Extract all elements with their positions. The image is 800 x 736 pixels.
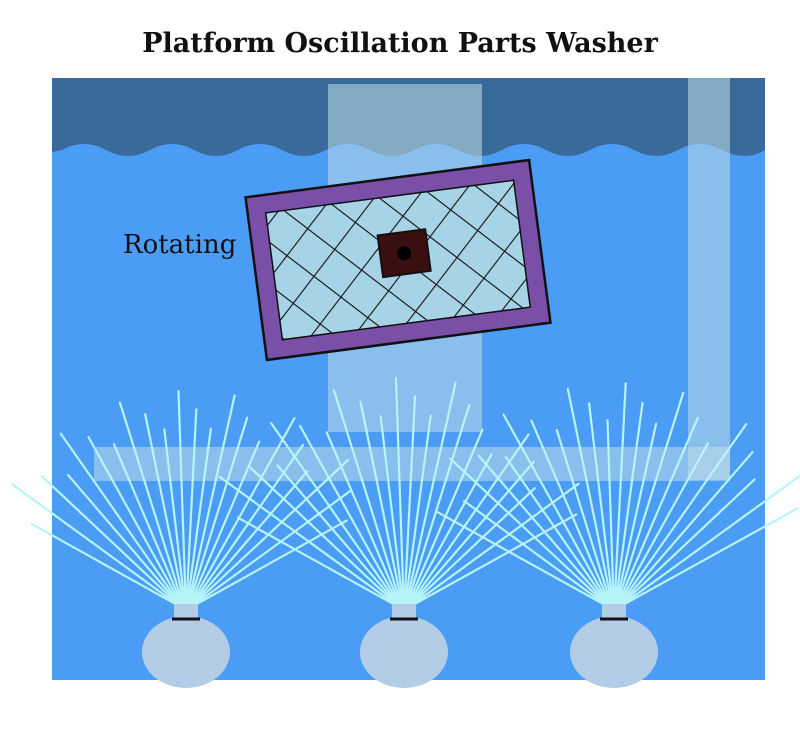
spray-jet xyxy=(502,413,612,608)
spray-jet xyxy=(613,382,627,608)
spray-jet xyxy=(11,483,181,608)
spray-jet xyxy=(30,522,181,608)
spray-jet xyxy=(218,475,399,608)
nozzle-left xyxy=(142,604,230,688)
spray-jet xyxy=(615,391,685,608)
spray-jet xyxy=(186,394,236,608)
spray-jet xyxy=(270,422,401,608)
spray-jet xyxy=(406,453,493,608)
return-pipe-vertical xyxy=(688,78,730,480)
spray-jet xyxy=(618,451,754,608)
spray-jet xyxy=(435,510,609,608)
spray-jet xyxy=(188,440,261,608)
spray-jet xyxy=(379,415,405,608)
spray-jet xyxy=(190,459,350,608)
spray-jet xyxy=(144,413,186,608)
spray-jet xyxy=(406,428,484,608)
spray-jet xyxy=(405,404,471,608)
spray-jets xyxy=(11,377,800,608)
spray-jet xyxy=(449,457,610,608)
spray-jet xyxy=(555,429,613,608)
diagram-title: Platform Oscillation Parts Washer xyxy=(142,28,658,59)
spray-jet xyxy=(617,422,748,608)
spray-jet xyxy=(618,478,756,608)
spray-jet xyxy=(177,390,187,608)
spray-jet xyxy=(408,487,536,608)
spray-jet xyxy=(463,499,609,608)
spray-jet xyxy=(187,416,249,608)
spray-jet xyxy=(332,389,403,608)
spray-jet xyxy=(186,427,212,608)
spray-jet xyxy=(40,475,182,608)
spray-jet xyxy=(67,474,182,608)
spray-jet xyxy=(504,456,611,608)
spray-jet xyxy=(185,408,198,608)
spray-jet xyxy=(191,490,351,608)
nozzle-center xyxy=(360,604,448,688)
spray-jet xyxy=(616,416,699,608)
spray-jet xyxy=(530,419,612,608)
spray-jet xyxy=(87,436,184,608)
spray-jet xyxy=(409,513,578,608)
spray-jet xyxy=(408,460,535,608)
spray-jet xyxy=(276,464,400,608)
spray-jet xyxy=(325,431,402,608)
spray-jet xyxy=(394,377,405,608)
rotating-platform xyxy=(244,158,552,362)
spray-jet xyxy=(614,401,644,608)
spray-jet xyxy=(359,400,404,608)
spray-jet xyxy=(619,507,799,608)
spray-jet xyxy=(190,470,309,608)
spray-jet xyxy=(616,442,710,608)
spray-jet xyxy=(407,433,530,608)
spray-jet xyxy=(188,417,296,608)
spray-jet xyxy=(614,422,658,608)
spray-jet xyxy=(587,402,615,608)
spray-jet xyxy=(404,381,457,608)
spray-jet xyxy=(249,466,400,608)
spray-jet xyxy=(606,419,615,608)
spray-jet xyxy=(59,432,183,608)
spray-jet xyxy=(619,475,800,608)
hub-axle xyxy=(397,246,412,261)
spray-jet xyxy=(298,424,402,608)
rotating-label: Rotating xyxy=(123,230,237,260)
spray-jet xyxy=(112,443,184,608)
spray-jet xyxy=(236,516,399,608)
spray-jet xyxy=(477,454,610,608)
spray-jet xyxy=(118,401,185,608)
spray-jet xyxy=(566,387,614,608)
nozzle-right xyxy=(570,604,658,688)
spray-jet xyxy=(404,414,432,608)
spray-jet xyxy=(403,395,417,608)
spray-jet xyxy=(163,428,187,608)
